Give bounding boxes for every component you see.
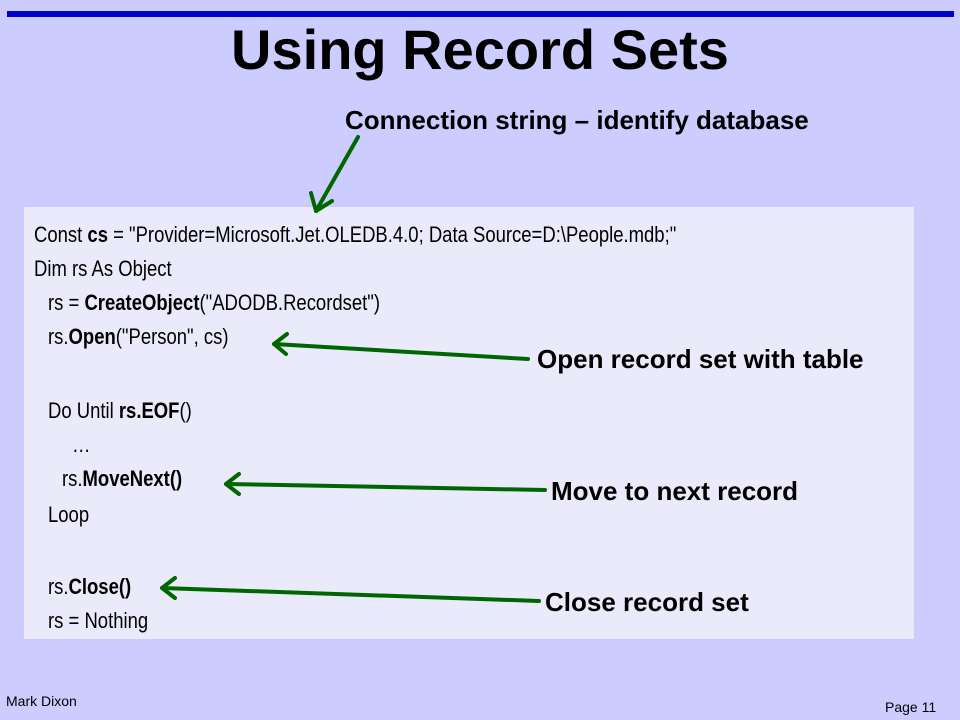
code-line-open: rs.Open("Person", cs) <box>48 324 229 350</box>
annotation-open-record-set: Open record set with table <box>537 344 864 374</box>
code-keyword: rs.EOF <box>118 398 180 423</box>
footer-page-number: Page 11 <box>885 699 937 715</box>
code-text: rs. <box>62 466 83 491</box>
code-text: ("ADODB.Recordset") <box>199 290 381 315</box>
code-text: Const <box>34 222 88 247</box>
code-text: ("Person", cs) <box>115 324 229 349</box>
code-line-loop: Loop <box>48 502 89 528</box>
code-line-nothing: rs = Nothing <box>48 608 148 634</box>
arrow-connection-icon <box>309 135 360 213</box>
code-line-move-next: rs.MoveNext() <box>62 466 182 492</box>
code-text: Do Until <box>48 398 119 423</box>
code-keyword: CreateObject <box>84 290 200 315</box>
code-text: Loop <box>48 502 90 527</box>
footer-author: Mark Dixon <box>6 693 77 709</box>
annotation-connection-string: Connection string – identify database <box>345 105 809 135</box>
code-text: rs = Nothing <box>48 608 149 633</box>
code-line-do-until: Do Until rs.EOF() <box>48 398 192 424</box>
code-text: () <box>179 398 192 423</box>
code-text: = "Provider=Microsoft.Jet.OLEDB.4.0; Dat… <box>107 222 677 247</box>
title-rule <box>7 11 954 17</box>
slide-title: Using Record Sets <box>231 18 729 81</box>
code-text: … <box>72 432 91 457</box>
code-keyword: MoveNext() <box>82 466 183 491</box>
code-box <box>24 207 914 639</box>
code-line-create-object: rs = CreateObject("ADODB.Recordset") <box>48 290 380 316</box>
code-line-connection-string: Const cs = "Provider=Microsoft.Jet.OLEDB… <box>34 222 676 248</box>
annotation-move-next: Move to next record <box>551 476 799 506</box>
code-text: rs. <box>48 574 69 599</box>
code-keyword: Close() <box>68 574 132 599</box>
annotation-close-record-set: Close record set <box>545 587 749 617</box>
code-line-dim: Dim rs As Object <box>34 256 172 282</box>
code-keyword: cs <box>87 222 108 247</box>
code-text: rs. <box>48 324 69 349</box>
code-line-ellipsis: … <box>72 432 90 458</box>
code-line-close: rs.Close() <box>48 574 131 600</box>
code-keyword: Open <box>68 324 116 349</box>
code-text: rs = <box>48 290 85 315</box>
code-text: Dim rs As Object <box>34 256 172 281</box>
